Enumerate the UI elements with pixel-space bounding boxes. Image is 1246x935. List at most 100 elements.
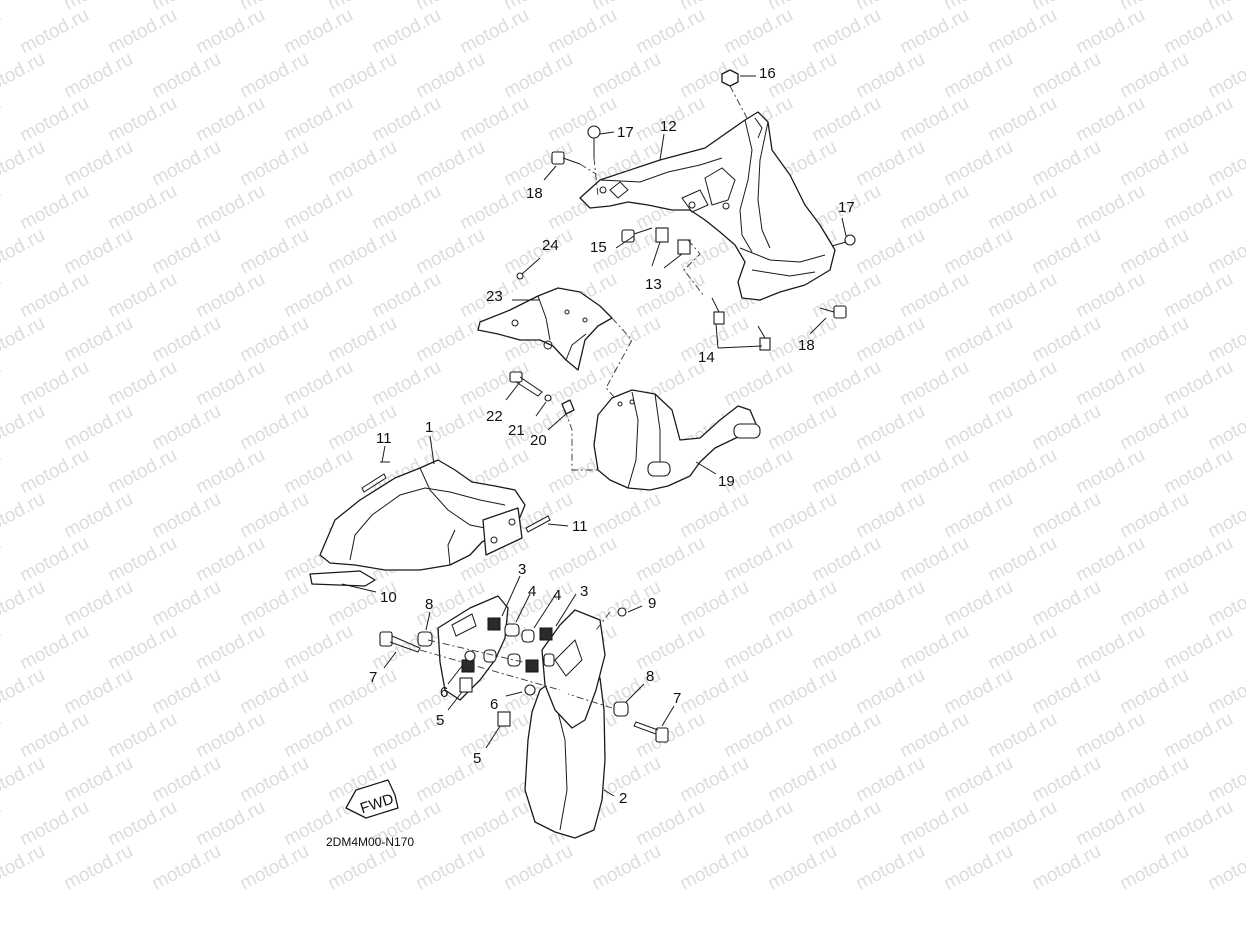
watermark-text: motod.ru — [1116, 665, 1192, 719]
watermark-text: motod.ru — [1072, 621, 1148, 675]
callout-7: 7 — [369, 669, 377, 686]
watermark-text: motod.ru — [852, 489, 928, 543]
decal-10 — [309, 570, 376, 587]
callouts: 1 2 3 3 4 4 5 5 6 6 7 7 8 8 9 10 11 11 1… — [369, 65, 855, 807]
watermark-text: motod.ru — [368, 709, 444, 763]
watermark-text: motod.ru — [104, 533, 180, 587]
watermark-text: motod.ru — [16, 357, 92, 411]
watermark-text: motod.ru — [456, 797, 532, 851]
watermark-text: motod.ru — [0, 709, 5, 763]
callout-21: 21 — [508, 422, 525, 439]
watermark-text: motod.ru — [764, 753, 840, 807]
watermark-text: motod.ru — [1028, 841, 1104, 895]
watermark-text: motod.ru — [16, 269, 92, 323]
callout-3: 3 — [518, 561, 526, 578]
callout-24: 24 — [542, 237, 559, 254]
assembly-lines — [419, 85, 749, 709]
callout-3: 3 — [580, 583, 588, 600]
watermark-text: motod.ru — [16, 93, 92, 147]
watermark-text: motod.ru — [1160, 357, 1236, 411]
watermark-text: motod.ru — [280, 181, 356, 235]
watermark-text: motod.ru — [16, 445, 92, 499]
watermark-text: motod.ru — [632, 269, 708, 323]
watermark-text: motod.ru — [588, 489, 664, 543]
watermark-text: motod.ru — [104, 445, 180, 499]
watermark-text: motod.ru — [412, 313, 488, 367]
watermark-text: motod.ru — [0, 137, 49, 191]
watermark-text: motod.ru — [852, 225, 928, 279]
callout-11: 11 — [572, 518, 588, 535]
watermark-text: motod.ru — [148, 313, 224, 367]
watermark-text: motod.ru — [940, 401, 1016, 455]
watermark-text: motod.ru — [16, 533, 92, 587]
watermark-text: motod.ru — [764, 489, 840, 543]
watermark-text: motod.ru — [0, 181, 5, 235]
watermark-text: motod.ru — [0, 49, 49, 103]
watermark-text: motod.ru — [104, 269, 180, 323]
watermark-text: motod.ru — [1072, 533, 1148, 587]
watermark-text: motod.ru — [148, 225, 224, 279]
watermark-text: motod.ru — [764, 49, 840, 103]
watermark-text: motod.ru — [676, 665, 752, 719]
watermark-text: motod.ru — [852, 665, 928, 719]
watermark-text: motod.ru — [984, 621, 1060, 675]
watermark-text: motod.ru — [1116, 401, 1192, 455]
watermark-text: motod.ru — [0, 841, 49, 895]
watermark-text: motod.ru — [984, 181, 1060, 235]
watermark-text: motod.ru — [720, 5, 796, 59]
watermark-text: motod.ru — [104, 621, 180, 675]
watermark-text: motod.ru — [192, 621, 268, 675]
watermark-text: motod.ru — [940, 841, 1016, 895]
bracket-plate-23 — [477, 287, 613, 371]
watermark-text: motod.ru — [588, 49, 664, 103]
watermark-text: motod.ru — [984, 797, 1060, 851]
watermark-text: motod.ru — [896, 269, 972, 323]
watermark-text: motod.ru — [764, 841, 840, 895]
watermark-text: motod.ru — [236, 665, 312, 719]
watermark-text: motod.ru — [896, 797, 972, 851]
watermark-text: motod.ru — [808, 93, 884, 147]
watermark-text: motod.ru — [0, 445, 5, 499]
callout-10: 10 — [380, 589, 397, 606]
watermark-text: motod.ru — [236, 313, 312, 367]
watermark-text: motod.ru — [60, 489, 136, 543]
watermark-text: motod.ru — [808, 357, 884, 411]
watermark-text: motod.ru — [896, 5, 972, 59]
watermark-text: motod.ru — [500, 841, 576, 895]
watermark-text: motod.ru — [1072, 709, 1148, 763]
watermark-text: motod.ru — [896, 709, 972, 763]
callout-6: 6 — [490, 696, 498, 713]
front-fender-1 — [319, 459, 526, 571]
watermark-text: motod.ru — [940, 577, 1016, 631]
watermark-text: motod.ru — [104, 93, 180, 147]
watermark-text: motod.ru — [1116, 313, 1192, 367]
watermark-text: motod.ru — [412, 401, 488, 455]
watermark-text: motod.ru — [368, 93, 444, 147]
watermark-text: motod.ru — [1204, 841, 1246, 895]
watermark-text: motod.ru — [192, 5, 268, 59]
watermark-text: motod.ru — [764, 401, 840, 455]
watermark-text: motod.ru — [896, 621, 972, 675]
watermark-text: motod.ru — [0, 401, 49, 455]
watermark-text: motod.ru — [1160, 621, 1236, 675]
callout-20: 20 — [530, 432, 547, 449]
watermark-text: motod.ru — [852, 841, 928, 895]
callout-6: 6 — [440, 684, 448, 701]
callout-7: 7 — [673, 690, 681, 707]
watermark-text: motod.ru — [60, 225, 136, 279]
watermark-text: motod.ru — [16, 709, 92, 763]
watermark-text: motod.ru — [456, 709, 532, 763]
watermark-text: motod.ru — [984, 709, 1060, 763]
watermark-text: motod.ru — [720, 533, 796, 587]
watermark-text: motod.ru — [940, 665, 1016, 719]
watermark-text: motod.ru — [676, 489, 752, 543]
watermark-text: motod.ru — [148, 753, 224, 807]
watermark-text: motod.ru — [324, 225, 400, 279]
watermark-text: motod.ru — [192, 533, 268, 587]
watermark-text: motod.ru — [236, 489, 312, 543]
watermark-text: motod.ru — [148, 49, 224, 103]
watermark-text: motod.ru — [192, 797, 268, 851]
watermark-text: motod.ru — [940, 753, 1016, 807]
watermark-text: motod.ru — [324, 665, 400, 719]
